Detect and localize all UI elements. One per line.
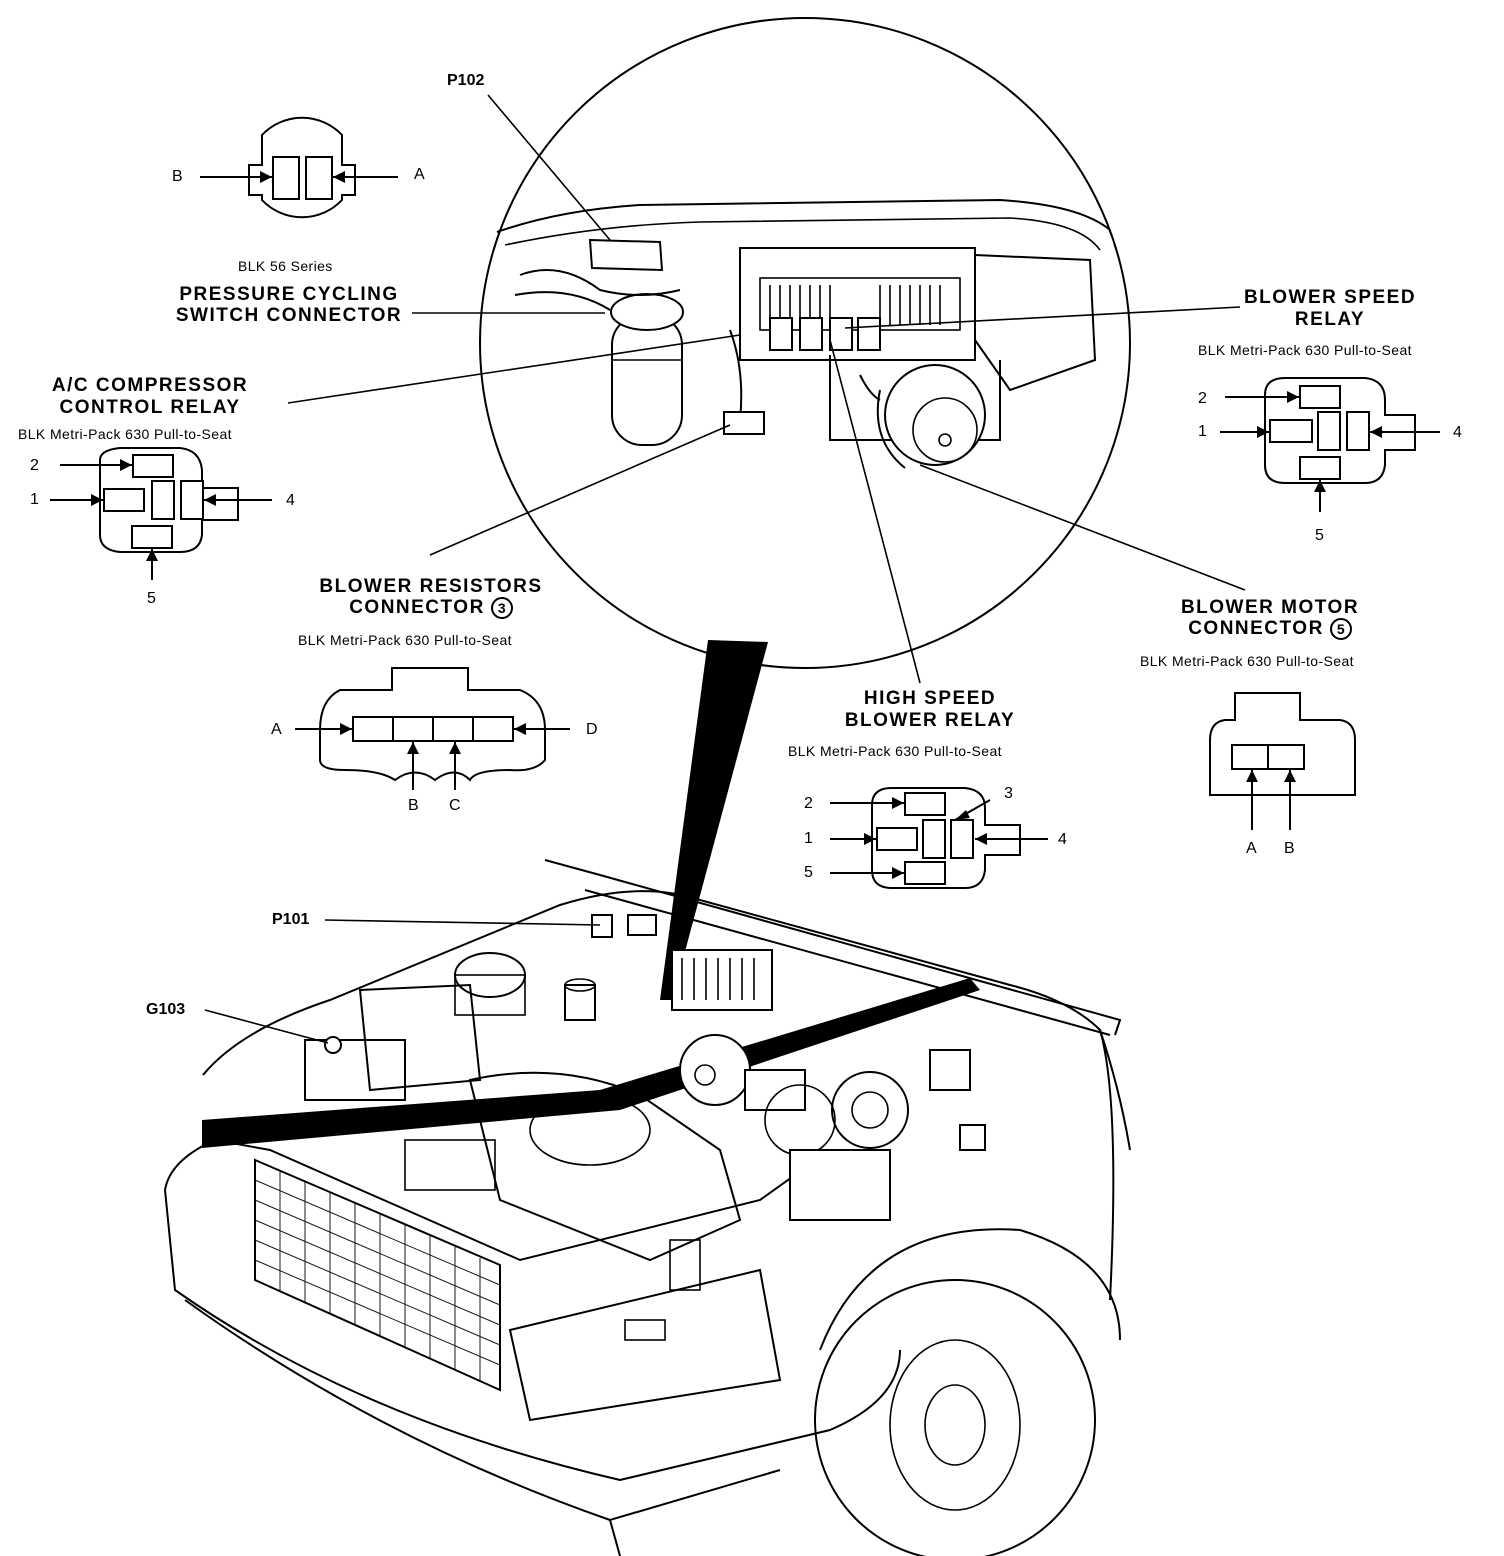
blower-resistors-series: BLK Metri-Pack 630 Pull-to-Seat [298, 632, 512, 648]
blower-motor-label-text: CONNECTOR [1188, 618, 1324, 640]
ac-relay-pin-5: 5 [147, 590, 156, 607]
ac-relay-label-1: A/C COMPRESSOR [51, 375, 249, 396]
blower-motor-label-1: BLOWER MOTOR [1180, 597, 1360, 618]
pressure-cycling-label-2: SWITCH CONNECTOR [175, 305, 403, 326]
pressure-pin-b: B [172, 168, 183, 185]
pressure-cycling-connector-face [200, 116, 398, 219]
high-speed-relay-face [830, 787, 1048, 889]
blower-resistors-label-1: BLOWER RESISTORS [319, 576, 543, 597]
g103-label: G103 [146, 1001, 186, 1018]
blower-speed-pin-4: 4 [1453, 424, 1462, 441]
blower-speed-pin-5: 5 [1315, 527, 1324, 544]
blower-resistors-pin-a: A [271, 721, 282, 738]
harness-beam [202, 978, 980, 1148]
high-speed-pin-5: 5 [804, 864, 813, 881]
leader-lines [204, 94, 1246, 1044]
high-speed-pin-2: 2 [804, 795, 813, 812]
blower-speed-pin-2: 2 [1198, 390, 1207, 407]
blower-motor-connector-face [1209, 692, 1356, 830]
blower-resistors-label-text: CONNECTOR [349, 597, 485, 619]
high-speed-relay-label-2: BLOWER RELAY [844, 710, 1016, 731]
p102-label: P102 [447, 72, 485, 89]
high-speed-pin-1: 1 [804, 830, 813, 847]
blower-motor-series: BLK Metri-Pack 630 Pull-to-Seat [1140, 653, 1354, 669]
blower-resistors-pin-c: C [449, 797, 461, 814]
ac-compressor-relay-face [50, 447, 272, 580]
detail-magnifier [479, 17, 1131, 669]
ac-relay-pin-2: 2 [30, 457, 39, 474]
blower-speed-relay-series: BLK Metri-Pack 630 Pull-to-Seat [1198, 342, 1412, 358]
ac-relay-pin-1: 1 [30, 491, 39, 508]
ac-relay-pin-4: 4 [286, 492, 295, 509]
p101-label: P101 [272, 911, 310, 928]
ac-relay-series: BLK Metri-Pack 630 Pull-to-Seat [18, 426, 232, 442]
pressure-pin-a: A [414, 166, 425, 183]
blower-motor-pin-b: B [1284, 840, 1295, 857]
high-speed-relay-label-1: HIGH SPEED [863, 688, 997, 709]
blower-speed-relay-label-2: RELAY [1294, 309, 1366, 330]
high-speed-relay-series: BLK Metri-Pack 630 Pull-to-Seat [788, 743, 1002, 759]
blower-resistors-ref: 3 [490, 597, 513, 619]
high-speed-pin-3: 3 [1004, 785, 1013, 802]
blower-speed-pin-1: 1 [1198, 423, 1207, 440]
blower-resistors-connector-face [295, 667, 570, 790]
blower-speed-relay-face [1220, 377, 1440, 512]
pressure-series: BLK 56 Series [238, 258, 333, 274]
blower-motor-pin-a: A [1246, 840, 1257, 857]
blower-resistors-pin-b: B [408, 797, 419, 814]
ac-relay-label-2: CONTROL RELAY [59, 397, 241, 418]
high-speed-pin-4: 4 [1058, 831, 1067, 848]
blower-speed-relay-label-1: BLOWER SPEED [1243, 287, 1417, 308]
blower-motor-ref: 5 [1329, 618, 1352, 640]
magnifier-beam [660, 640, 768, 1000]
vehicle-front-illustration [164, 859, 1131, 1556]
pressure-cycling-label-1: PRESSURE CYCLING [179, 284, 399, 305]
blower-resistors-pin-d: D [586, 721, 598, 738]
